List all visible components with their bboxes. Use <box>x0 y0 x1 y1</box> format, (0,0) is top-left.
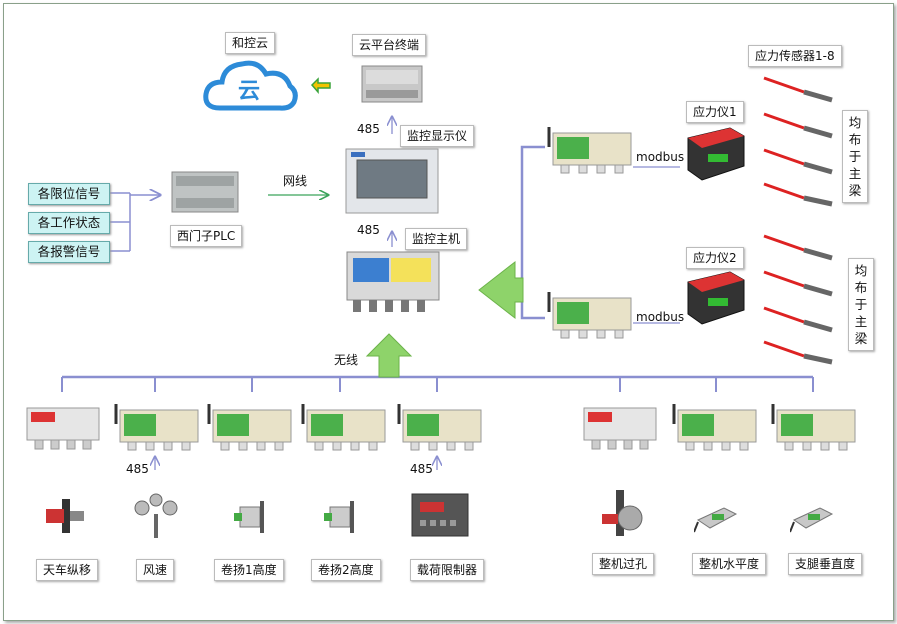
host-link-label: 485 <box>357 223 380 237</box>
stress-sensors-label: 应力传感器1-8 <box>748 45 842 67</box>
cloud-icon: 云 <box>203 60 298 111</box>
stress-unit-1-device <box>687 127 745 181</box>
monitor-display-device <box>345 148 439 214</box>
bus-module-1 <box>26 407 100 450</box>
bus-module-3 <box>207 404 292 451</box>
bus-module-2 <box>114 404 199 451</box>
cloud-glyph: 云 <box>238 79 260 104</box>
sensor-label-hoist1: 卷扬1高度 <box>214 559 284 581</box>
hoist2-encoder-icon <box>324 501 354 533</box>
monitor-display-label: 监控显示仪 <box>400 125 475 147</box>
plc-link-label: 网线 <box>283 174 308 188</box>
stress-module-2 <box>547 292 632 339</box>
bus-module-6 <box>583 407 657 450</box>
bus-module-4 <box>301 404 386 451</box>
sensor-label-trolley: 天车纵移 <box>36 559 99 581</box>
bottom-485-label-1: 485 <box>126 462 149 476</box>
bus-module-5 <box>397 404 482 451</box>
stress-module-1 <box>547 127 632 174</box>
plc-device <box>171 171 239 213</box>
beam-note-1: 均布于主梁 <box>842 110 868 203</box>
stress-unit-2-label: 应力仪2 <box>686 247 744 269</box>
hoist1-encoder-icon <box>234 501 264 533</box>
display-link-label: 485 <box>357 122 380 136</box>
sensor-label-wind: 风速 <box>136 559 175 581</box>
bus-module-7 <box>672 404 757 451</box>
bottom-485-label-2: 485 <box>410 462 433 476</box>
crossing-sensor-icon <box>602 490 643 536</box>
cloud-label: 和控云 <box>225 32 276 54</box>
level-sensor-icon <box>694 507 738 533</box>
load-limiter-icon <box>411 493 469 537</box>
cloud-terminal-device <box>361 65 423 103</box>
bus-module-8 <box>771 404 856 451</box>
sensor-label-load: 载荷限制器 <box>410 559 485 581</box>
sensor-label-level: 整机水平度 <box>692 553 767 575</box>
modbus-label-2: modbus <box>636 310 685 324</box>
signal-status: 各工作状态 <box>28 212 110 234</box>
tilt-sensor-icon <box>790 507 834 533</box>
stress-unit-2-device <box>687 271 745 325</box>
stress-unit-1-label: 应力仪1 <box>686 101 744 123</box>
sensor-label-tilt: 支腿垂直度 <box>788 553 863 575</box>
anemometer-icon <box>134 493 178 538</box>
monitor-host-device <box>346 251 440 312</box>
cloud-terminal-label: 云平台终端 <box>352 34 427 56</box>
sensor-label-crossing: 整机过孔 <box>592 553 655 575</box>
signal-alarm: 各报警信号 <box>28 241 110 263</box>
stress-sensor-group-1 <box>763 76 833 207</box>
beam-note-2: 均布于主梁 <box>848 258 874 351</box>
plc-label: 西门子PLC <box>170 225 243 247</box>
sensor-label-hoist2: 卷扬2高度 <box>311 559 381 581</box>
wireless-label: 无线 <box>334 353 359 367</box>
trolley-encoder-icon <box>46 499 84 533</box>
modbus-label-1: modbus <box>636 150 685 164</box>
signal-limit: 各限位信号 <box>28 183 110 205</box>
monitor-host-label: 监控主机 <box>405 228 468 250</box>
stress-sensor-group-2 <box>763 234 833 365</box>
